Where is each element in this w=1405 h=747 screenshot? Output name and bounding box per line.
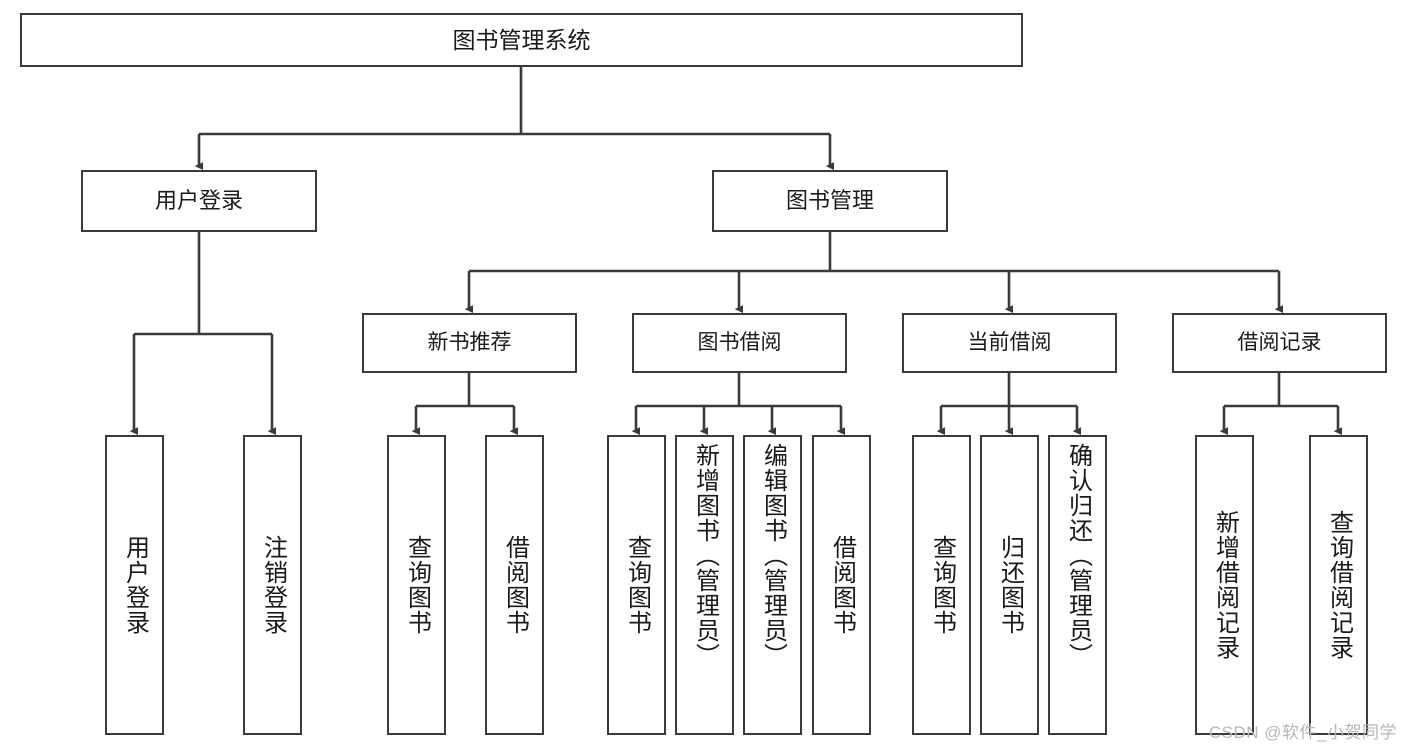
node-root-label: 图书管理系统 — [452, 26, 591, 53]
leaf-borrow-record-add-label: 新增借阅记录 — [1211, 510, 1239, 660]
node-book-management-label: 图书管理 — [785, 188, 874, 214]
node-user-login[interactable]: 用户登录 — [81, 170, 317, 232]
leaf-user-login-signout[interactable]: 注销登录 — [243, 435, 302, 735]
node-new-book-recommendation[interactable]: 新书推荐 — [362, 313, 577, 373]
node-root-library-management-system[interactable]: 图书管理系统 — [20, 13, 1023, 67]
leaf-book-borrow-borrow-label: 借阅图书 — [828, 535, 856, 635]
leaf-current-borrow-confirm-return[interactable]: 确认归还（管理员） — [1048, 435, 1107, 735]
leaf-borrow-record-query-label: 查询借阅记录 — [1325, 510, 1353, 660]
leaf-book-borrow-borrow[interactable]: 借阅图书 — [812, 435, 871, 735]
leaf-current-borrow-return[interactable]: 归还图书 — [980, 435, 1039, 735]
leaf-borrow-record-query[interactable]: 查询借阅记录 — [1309, 435, 1368, 735]
leaf-book-borrow-edit-label: 编辑图书（管理员） — [759, 443, 787, 668]
leaf-book-borrow-query[interactable]: 查询图书 — [607, 435, 666, 735]
node-borrowing-record-label: 借阅记录 — [1237, 330, 1322, 354]
leaf-current-borrow-query[interactable]: 查询图书 — [912, 435, 971, 735]
leaf-new-book-borrow-label: 借阅图书 — [501, 535, 529, 635]
leaf-user-login-signin-label: 用户登录 — [121, 535, 149, 635]
leaf-current-borrow-query-label: 查询图书 — [928, 535, 956, 635]
leaf-new-book-query[interactable]: 查询图书 — [387, 435, 446, 735]
node-current-borrowing[interactable]: 当前借阅 — [902, 313, 1117, 373]
node-book-borrowing[interactable]: 图书借阅 — [632, 313, 847, 373]
node-new-book-recommendation-label: 新书推荐 — [427, 330, 512, 354]
node-user-login-label: 用户登录 — [154, 188, 243, 214]
leaf-borrow-record-add[interactable]: 新增借阅记录 — [1195, 435, 1254, 735]
leaf-book-borrow-add-label: 新增图书（管理员） — [691, 443, 719, 668]
node-borrowing-record[interactable]: 借阅记录 — [1172, 313, 1387, 373]
node-current-borrowing-label: 当前借阅 — [967, 330, 1052, 354]
node-book-management[interactable]: 图书管理 — [712, 170, 948, 232]
leaf-new-book-borrow[interactable]: 借阅图书 — [485, 435, 544, 735]
leaf-user-login-signin[interactable]: 用户登录 — [105, 435, 164, 735]
leaf-current-borrow-return-label: 归还图书 — [996, 535, 1024, 635]
leaf-book-borrow-add[interactable]: 新增图书（管理员） — [675, 435, 734, 735]
leaf-book-borrow-query-label: 查询图书 — [623, 535, 651, 635]
leaf-current-borrow-confirm-return-label: 确认归还（管理员） — [1064, 443, 1092, 668]
node-book-borrowing-label: 图书借阅 — [697, 330, 782, 354]
leaf-user-login-signout-label: 注销登录 — [259, 535, 287, 635]
leaf-new-book-query-label: 查询图书 — [403, 535, 431, 635]
csdn-watermark: CSDN @软件_小贺同学 — [1208, 723, 1397, 742]
leaf-book-borrow-edit[interactable]: 编辑图书（管理员） — [743, 435, 802, 735]
